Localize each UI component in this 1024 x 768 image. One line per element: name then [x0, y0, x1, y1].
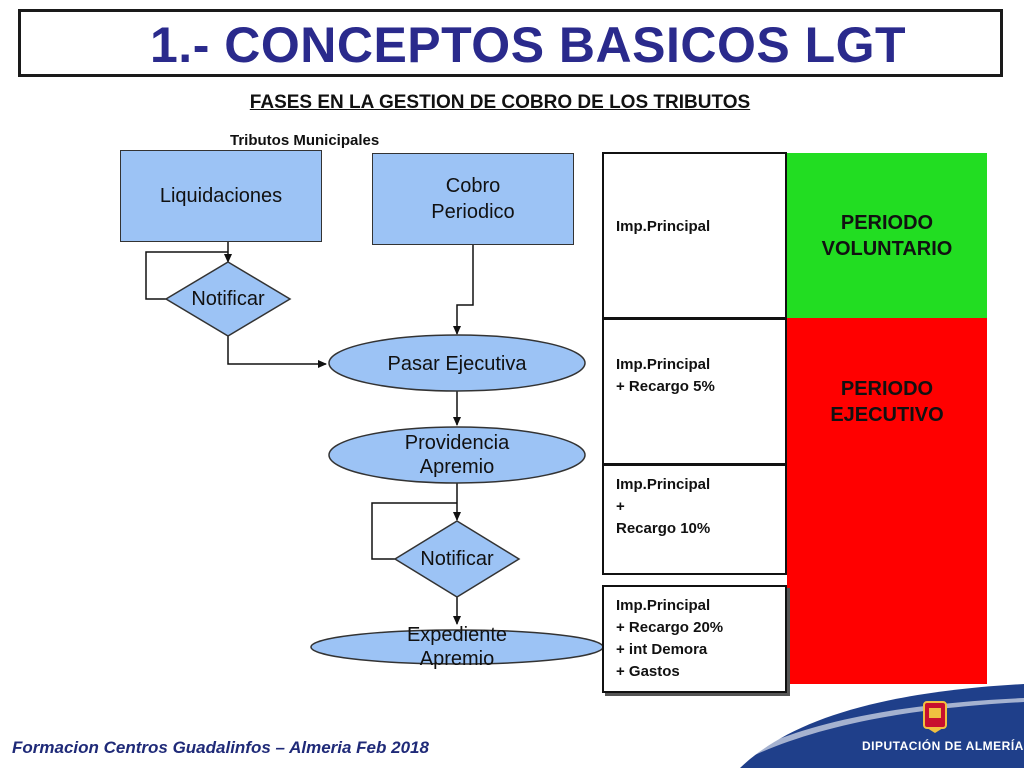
stage-box-1: Imp.Principal [602, 152, 787, 319]
coat-of-arms-icon [923, 701, 947, 733]
pasar-ejecutiva-label: Pasar Ejecutiva [387, 353, 527, 375]
brand-text: DIPUTACIÓN DE ALMERÍA [862, 739, 1024, 753]
loop-notificar-2 [371, 502, 457, 560]
providencia-label: Providencia Apremio [404, 432, 510, 478]
providencia-ellipse [328, 426, 586, 484]
stage-box-4: Imp.Principal + Recargo 20% + int Demora… [602, 585, 787, 693]
section-label: Tributos Municipales [230, 132, 380, 149]
notificar-diamond-1 [164, 261, 292, 337]
arrow-notificar-pasar [227, 336, 327, 368]
footer-swoosh [740, 684, 1024, 768]
loop-notificar-1 [145, 251, 228, 300]
footer-caption: Formacion Centros Guadalinfos – Almeria … [12, 738, 429, 757]
periodo-ejecutivo: PERIODO EJECUTIVO [787, 318, 987, 684]
liquidaciones-box: Liquidaciones [120, 150, 322, 242]
title-frame [18, 9, 1003, 77]
expediente-label: Expediente Apremio [406, 624, 508, 670]
pasar-ejecutiva-ellipse [328, 334, 586, 392]
diagram-subtitle: FASES EN LA GESTION DE COBRO DE LOS TRIB… [249, 92, 751, 113]
periodo-voluntario: PERIODO VOLUNTARIO [787, 153, 987, 318]
notificar-diamond-2 [393, 520, 521, 598]
stage-box-3: Imp.Principal + Recargo 10% [602, 464, 787, 575]
cobro-periodico-box: Cobro Periodico [372, 153, 574, 245]
stage-box-2: Imp.Principal + Recargo 5% [602, 318, 787, 465]
notificar-label-2: Notificar [420, 548, 494, 570]
arrow-cobro-pasar [453, 245, 474, 335]
notificar-label-1: Notificar [191, 288, 265, 310]
page-title: 1.- CONCEPTOS BASICOS LGT [150, 17, 907, 73]
